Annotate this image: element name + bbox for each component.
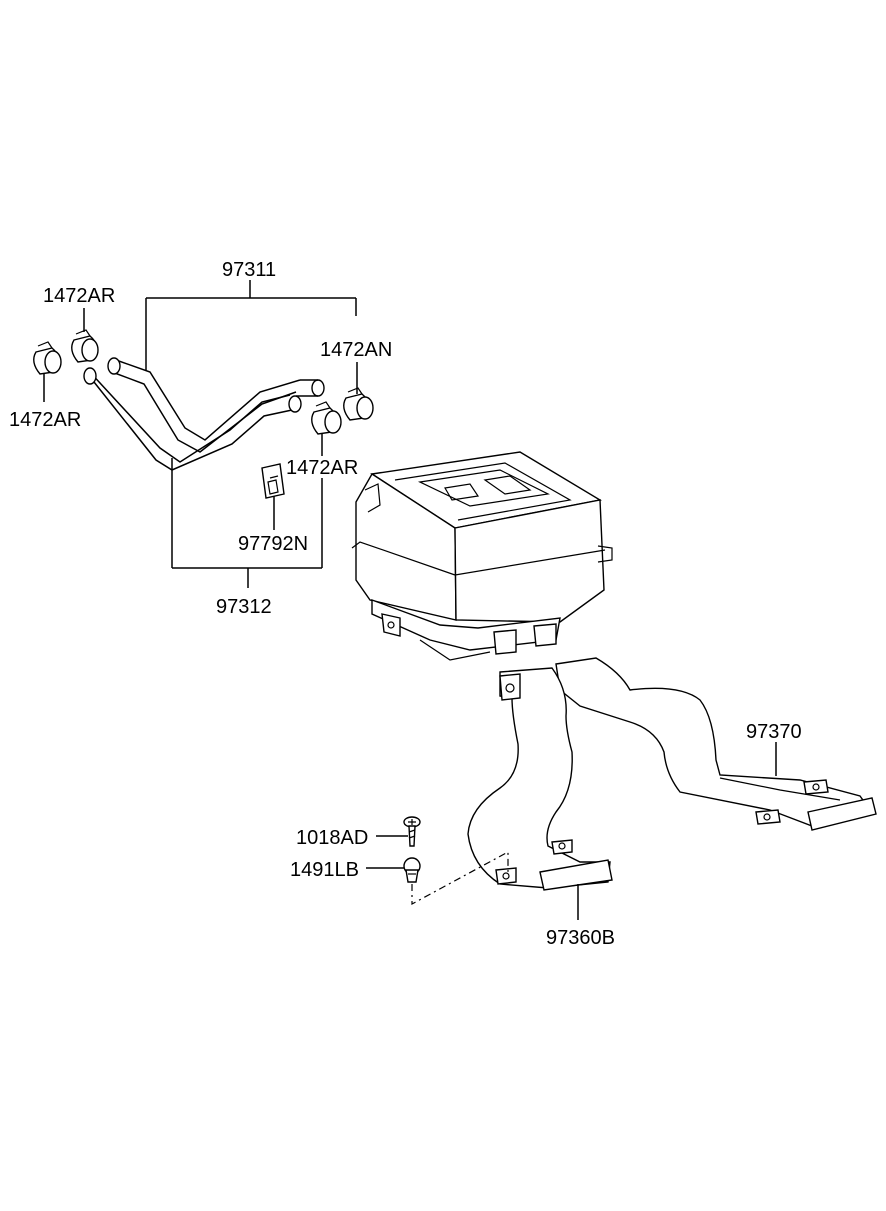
duct-right <box>555 657 877 831</box>
heater-unit <box>351 451 613 661</box>
label-1472AR-right: 1472AR <box>286 457 358 479</box>
clamp-left-lower <box>33 341 62 375</box>
duct-left <box>467 667 613 891</box>
label-1018AD: 1018AD <box>296 827 368 849</box>
bracket-part <box>261 463 285 499</box>
label-97792N: 97792N <box>238 533 308 555</box>
clamp-left-upper <box>71 329 99 363</box>
install-guide-line <box>411 850 509 906</box>
label-1472AR-left: 1472AR <box>9 409 81 431</box>
screw-part <box>403 816 421 847</box>
clamp-right-upper <box>343 387 374 421</box>
heater-hose-assembly <box>83 357 325 471</box>
label-97311: 97311 <box>222 259 276 281</box>
label-97360B: 97360B <box>546 927 615 949</box>
label-97312: 97312 <box>216 596 272 618</box>
clamp-right-lower <box>311 401 342 435</box>
label-1472AR-top: 1472AR <box>43 285 115 307</box>
leader-lines <box>43 280 777 920</box>
label-1491LB: 1491LB <box>290 859 359 881</box>
label-97370: 97370 <box>746 721 802 743</box>
clip-part <box>403 857 421 883</box>
label-1472AN: 1472AN <box>320 339 392 361</box>
